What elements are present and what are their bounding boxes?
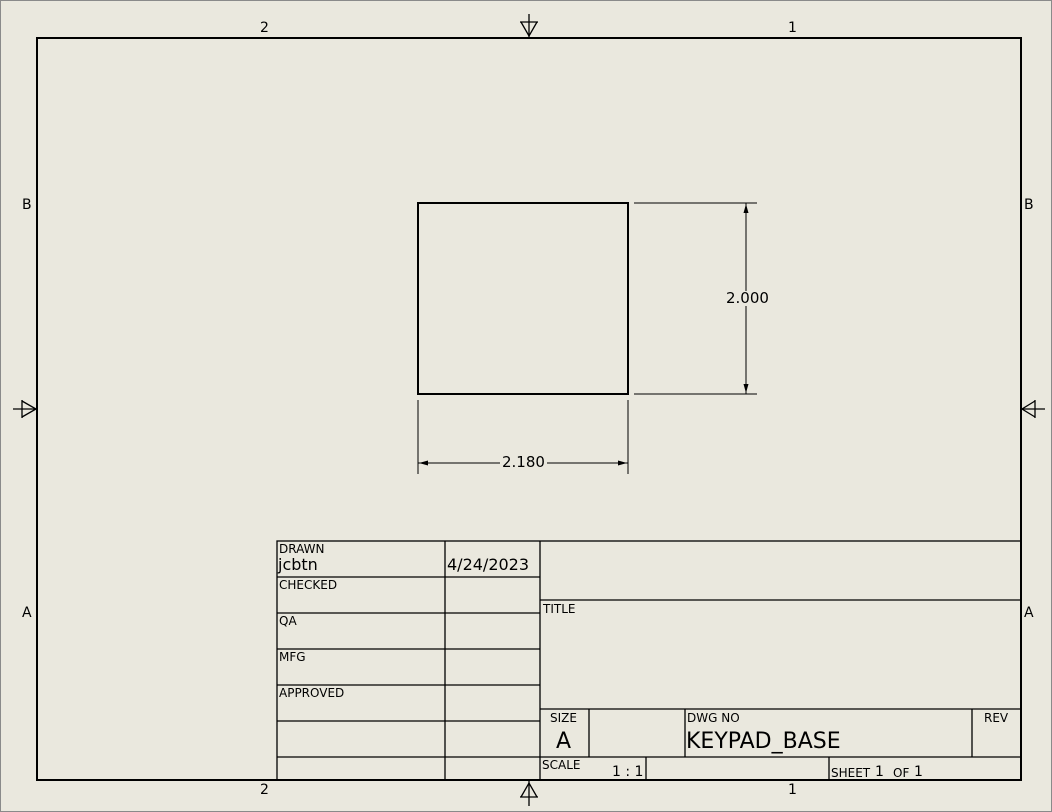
zone-column-label-2-bottom: 2 bbox=[260, 782, 269, 798]
drawn-by-value: jcbtn bbox=[278, 555, 318, 574]
sheet-number: 1 bbox=[875, 764, 884, 780]
centering-mark-bottom bbox=[520, 780, 538, 806]
qa-label: QA bbox=[279, 614, 297, 628]
size-value: A bbox=[556, 729, 572, 754]
height-dimension-value: 2.000 bbox=[724, 289, 771, 307]
zone-row-label-b-right: B bbox=[1024, 197, 1034, 213]
zone-column-label-1-bottom: 1 bbox=[788, 782, 797, 798]
drawn-label: DRAWN bbox=[279, 542, 325, 556]
checked-label: CHECKED bbox=[279, 578, 338, 592]
centering-mark-left bbox=[13, 400, 38, 418]
sheet-total: 1 bbox=[914, 764, 923, 780]
centering-mark-top bbox=[520, 14, 538, 38]
height-arrow-top bbox=[743, 204, 749, 213]
zone-row-label-a-right: A bbox=[1024, 605, 1034, 621]
width-arrow-left bbox=[419, 460, 428, 466]
of-label: OF bbox=[893, 766, 910, 780]
width-dimension-value: 2.180 bbox=[500, 453, 547, 471]
centering-mark-right bbox=[1020, 400, 1045, 418]
zone-row-label-a-left: A bbox=[22, 605, 32, 621]
width-arrow-right bbox=[618, 460, 627, 466]
mfg-label: MFG bbox=[279, 650, 306, 664]
approved-label: APPROVED bbox=[279, 686, 345, 700]
title-block-lines bbox=[276, 540, 1022, 781]
part-outline bbox=[417, 202, 629, 395]
zone-column-label-1-top: 1 bbox=[788, 20, 797, 36]
scale-label: SCALE bbox=[542, 758, 581, 772]
size-label: SIZE bbox=[550, 711, 577, 725]
dwg-no-value: KEYPAD_BASE bbox=[686, 729, 841, 754]
drawn-date-value: 4/24/2023 bbox=[447, 555, 530, 574]
zone-row-label-b-left: B bbox=[22, 197, 32, 213]
sheet-label: SHEET bbox=[831, 766, 871, 780]
scale-value: 1 : 1 bbox=[612, 764, 644, 780]
title-label: TITLE bbox=[543, 602, 576, 616]
rev-label: REV bbox=[984, 711, 1009, 725]
zone-column-label-2-top: 2 bbox=[260, 20, 269, 36]
drawing-border bbox=[36, 37, 1022, 781]
dwg-no-label: DWG NO bbox=[687, 711, 740, 725]
height-arrow-bottom bbox=[743, 384, 749, 393]
